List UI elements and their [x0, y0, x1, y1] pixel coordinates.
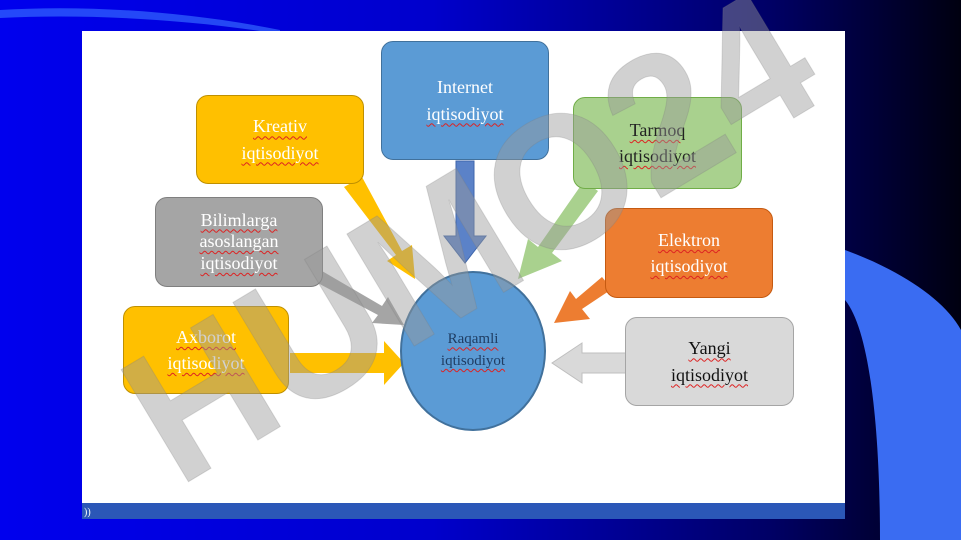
node-tarmoq-line1: Tarmoq — [629, 119, 686, 140]
node-kreativ-line1: Kreativ — [253, 116, 307, 137]
node-axborot: Axborot iqtisodiyot — [123, 306, 289, 394]
node-yangi-line1: Yangi — [688, 338, 731, 359]
node-elektron-line1: Elektron — [658, 229, 720, 250]
node-yangi: Yangi iqtisodiyot — [625, 317, 794, 406]
node-elektron: Elektron iqtisodiyot — [605, 208, 773, 298]
arrow-tarmoq — [518, 181, 598, 279]
node-axborot-line1: Axborot — [176, 326, 236, 347]
node-kreativ-line2: iqtisodiyot — [241, 142, 319, 163]
diagram-panel: Raqamli iqtisodiyot Internet iqtisodiyot… — [82, 31, 845, 519]
node-bilimlarga: Bilimlarga asoslangan iqtisodiyot — [155, 197, 323, 287]
node-tarmoq: Tarmoq iqtisodiyot — [573, 97, 742, 189]
node-raqamli-line2: iqtisodiyot — [440, 353, 506, 369]
node-axborot-line2: iqtisodiyot — [167, 353, 245, 373]
node-tarmoq-line2: iqtisodiyot — [618, 146, 696, 166]
arrow-internet — [442, 160, 488, 264]
arrow-elektron — [554, 277, 612, 323]
node-internet-line1: Internet — [437, 77, 493, 98]
arrow-axborot — [290, 341, 404, 385]
node-bilimlarga-line1: Bilimlarga — [200, 209, 278, 230]
node-internet-line2: iqtisodiyot — [426, 103, 504, 124]
node-bilimlarga-line3: iqtisodiyot — [200, 252, 278, 273]
arrow-bilimlarga — [314, 271, 404, 325]
node-raqamli: Raqamli iqtisodiyot — [400, 271, 546, 431]
node-internet: Internet iqtisodiyot — [381, 41, 549, 160]
node-kreativ: Kreativ iqtisodiyot — [196, 95, 364, 184]
node-bilimlarga-line2: asoslangan — [199, 231, 279, 252]
node-raqamli-line1: Raqamli — [447, 331, 499, 348]
node-elektron-line2: iqtisodiyot — [650, 256, 728, 276]
footer-text: )) — [84, 507, 91, 518]
node-yangi-line2: iqtisodiyot — [670, 364, 748, 385]
arrow-kreativ — [344, 177, 415, 279]
arrow-yangi — [551, 342, 628, 384]
footer-bar: )) — [82, 503, 845, 519]
